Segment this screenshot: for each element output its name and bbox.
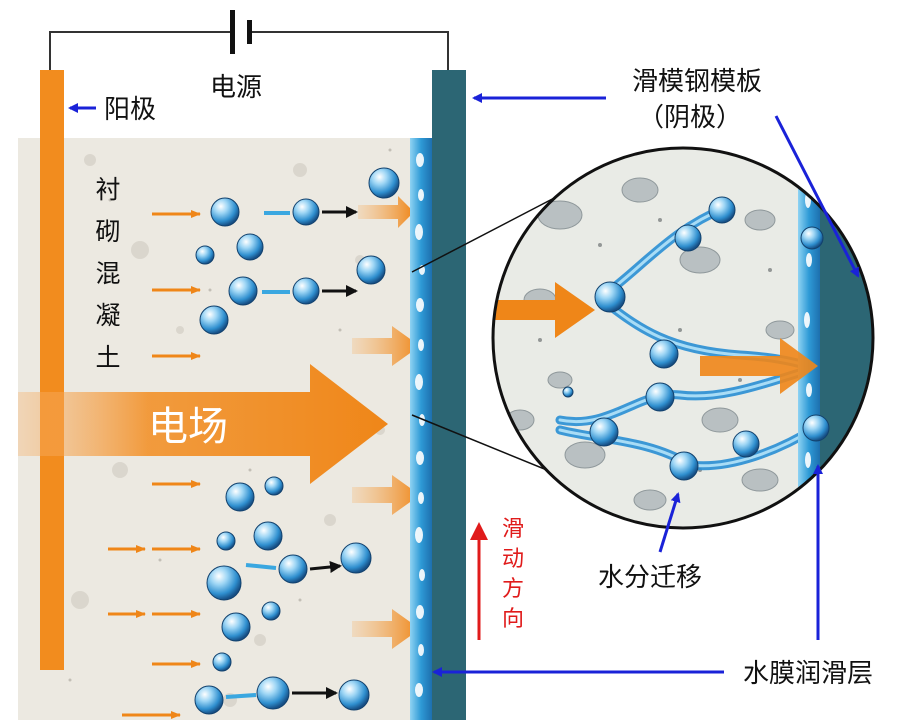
water-film-label: 水膜润滑层 [743,659,873,689]
cathode-label-line1: 滑模钢模板 [632,67,762,97]
water-film-pointers [432,464,823,677]
field-arrows [108,210,201,719]
anode-label: 阳极 [104,95,156,125]
svg-text:凝: 凝 [95,301,120,330]
svg-text:滑: 滑 [502,517,524,542]
svg-text:混: 混 [95,259,120,288]
circuit-wire [49,31,449,70]
svg-text:砌: 砌 [95,217,120,246]
power-source-label: 电源 [210,73,262,103]
cathode-label-line2: （阴极） [638,103,742,133]
concrete-label: 衬 砌 混 凝 土 [95,175,120,372]
svg-text:方: 方 [502,577,524,602]
water-migration-label: 水分迁移 [598,563,702,593]
svg-text:向: 向 [502,607,524,632]
svg-text:动: 动 [502,547,524,572]
water-migration-pointer [658,492,681,553]
water-film-layer [410,138,432,720]
anode-plate [40,70,64,670]
svg-text:土: 土 [95,343,120,372]
sliding-direction-arrow [470,522,488,640]
electric-field-label: 电场 [148,404,228,450]
cathode-zoom-pointer [774,115,860,278]
cathode-steel-form [432,70,466,720]
molecule-bonds [225,211,290,699]
battery-icon [230,10,252,54]
svg-text:衬: 衬 [95,175,120,204]
arrow-right-icon [292,206,358,699]
film-arrows [352,196,420,649]
water-molecule-icon [194,167,400,715]
electric-field-arrow [18,364,388,484]
sliding-direction-label: 滑 动 方 向 [502,517,524,632]
